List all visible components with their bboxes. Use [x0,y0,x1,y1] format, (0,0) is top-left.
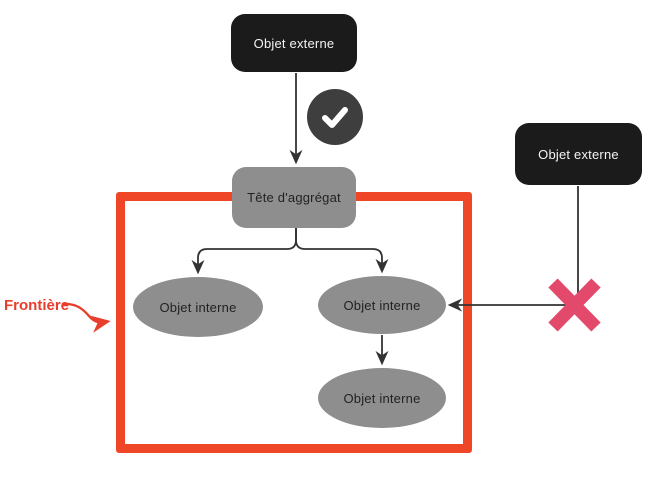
node-external-object-top: Objet externe [231,14,357,72]
node-label: Objet interne [159,299,237,315]
check-circle-icon [307,89,363,145]
node-internal-object-right: Objet interne [318,276,446,334]
node-label: Tête d'aggrégat [247,190,341,205]
cross-icon [548,278,601,332]
arrow-head-to-internal-right [295,228,389,274]
node-external-object-right: Objet externe [515,123,642,185]
arrow-head-to-internal-left [191,228,297,275]
node-internal-object-bottom: Objet interne [318,368,446,428]
node-aggregate-head: Tête d'aggrégat [232,167,356,228]
node-label: Objet interne [343,390,421,406]
frontiere-label: Frontière [4,297,70,314]
node-label: Objet interne [343,297,421,313]
node-internal-object-left: Objet interne [133,277,263,337]
check-icon [322,107,348,128]
boundary-pointer-arrow [62,302,111,333]
node-label: Objet externe [253,35,335,51]
node-label: Objet externe [538,146,619,162]
